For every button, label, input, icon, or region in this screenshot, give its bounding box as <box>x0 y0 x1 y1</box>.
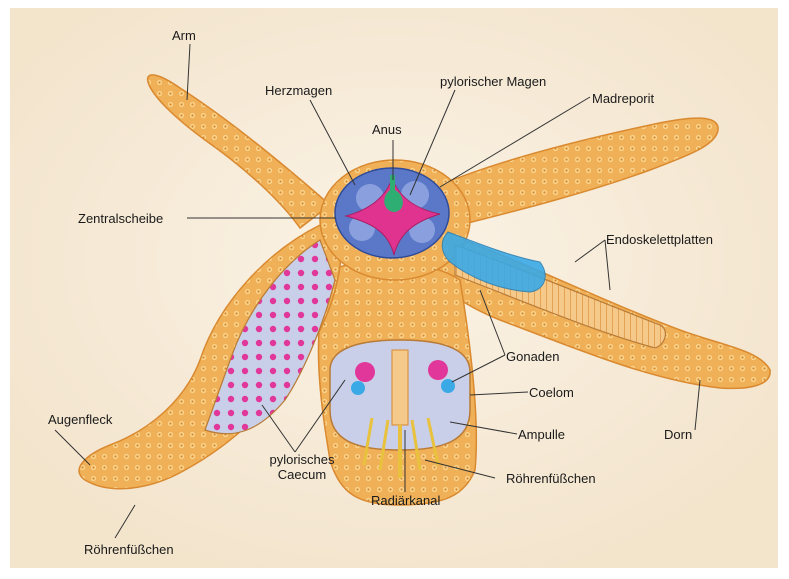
label-ampulle: Ampulle <box>518 427 565 442</box>
label-gonaden: Gonaden <box>506 349 560 364</box>
label-augenfleck: Augenfleck <box>48 412 112 427</box>
label-radiaerkanal: Radiärkanal <box>371 493 440 508</box>
label-roehrenfuesschen-right: Röhrenfüßchen <box>506 471 596 486</box>
label-coelom: Coelom <box>529 385 574 400</box>
label-zentralscheibe: Zentralscheibe <box>78 211 163 226</box>
stomach <box>335 168 449 258</box>
label-arm: Arm <box>172 28 196 43</box>
label-anus: Anus <box>372 122 402 137</box>
label-dorn: Dorn <box>664 427 692 442</box>
label-madreporit: Madreporit <box>592 91 654 106</box>
label-endoskelettplatten: Endoskelettplatten <box>606 232 713 247</box>
label-roehrenfuesschen-left: Röhrenfüßchen <box>84 542 174 557</box>
label-herzmagen: Herzmagen <box>265 83 332 98</box>
label-pylorisches-caecum: pylorisches Caecum <box>268 452 336 482</box>
label-pylorisches-caecum-line1: pylorisches <box>268 452 336 467</box>
label-pylorisches-caecum-line2: Caecum <box>268 467 336 482</box>
label-pylorischer-magen: pylorischer Magen <box>440 74 546 89</box>
